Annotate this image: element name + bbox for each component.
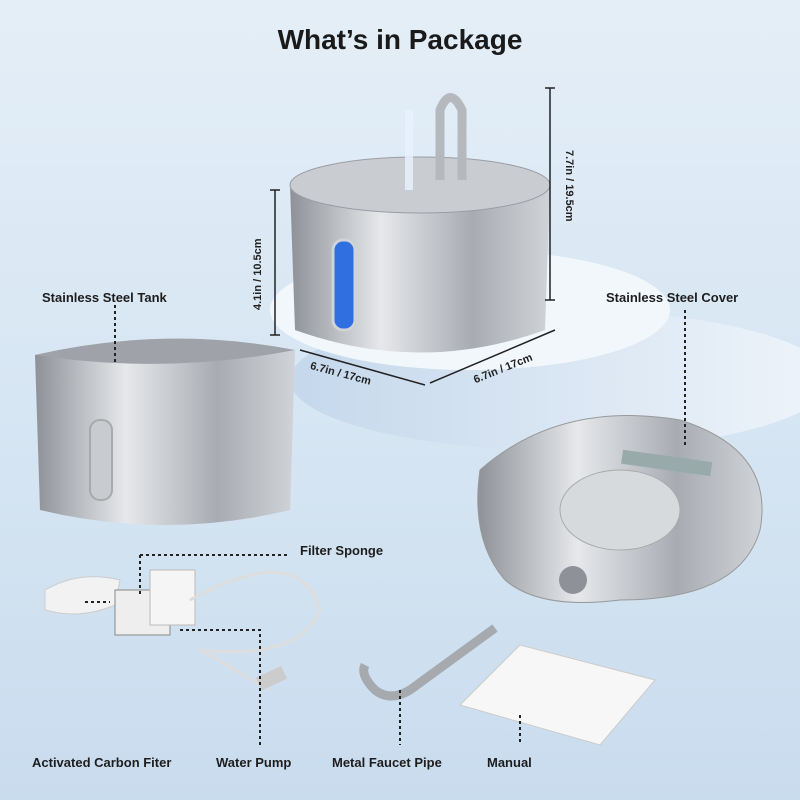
stainless-steel-cover (477, 415, 763, 603)
label-water-pump: Water Pump (216, 755, 292, 770)
label-cover: Stainless Steel Cover (606, 290, 739, 305)
label-manual: Manual (487, 755, 532, 770)
dimension-lines (270, 87, 556, 386)
leader-lines (85, 305, 686, 745)
pump-and-filters (44, 569, 322, 692)
label-faucet-pipe: Metal Faucet Pipe (332, 755, 442, 770)
dimension-height-total: 7.7in / 19.5cm (563, 150, 575, 222)
label-sponge: Filter Sponge (300, 543, 384, 558)
label-tank: Stainless Steel Tank (42, 290, 167, 305)
manual-booklet (459, 644, 656, 746)
page-title: What’s in Package (277, 24, 523, 55)
stainless-steel-tank (35, 338, 295, 525)
fountain-assembled (289, 93, 551, 353)
dimension-height-tank: 4.1in / 10.5cm (252, 238, 264, 310)
label-carbon-filter: Activated Carbon Fiter (32, 755, 172, 770)
metal-faucet-pipe (359, 624, 498, 701)
